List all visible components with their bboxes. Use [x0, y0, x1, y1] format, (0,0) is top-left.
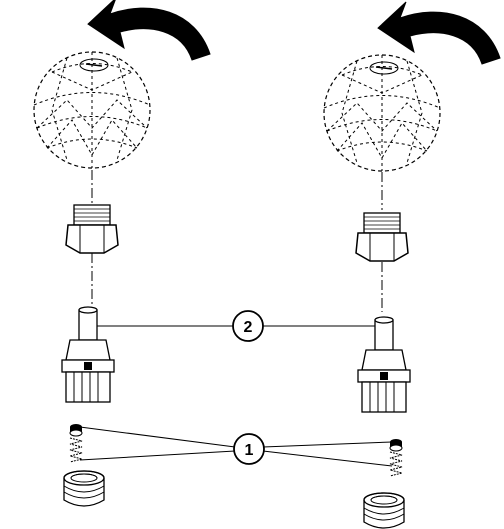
left-assembly [33, 0, 211, 507]
left-nut-icon [65, 204, 119, 254]
right-nut-icon [355, 212, 409, 262]
callout-2: 2 [97, 310, 375, 342]
right-seat-icon [363, 492, 405, 529]
callout-1-leader-seal-left [79, 426, 236, 448]
callout-2-circle [232, 310, 264, 342]
left-cartridge-icon [61, 306, 115, 403]
callout-1-leader-spring-left [79, 450, 236, 461]
callout-1-label: 1 [245, 442, 254, 459]
callout-1-leader-spring-right [262, 450, 393, 467]
callout-1-circle [233, 433, 265, 465]
left-seal-icon [69, 423, 83, 437]
callout-1-leader-seal-right [262, 441, 393, 448]
right-rotation-arrow-icon [377, 1, 501, 65]
right-knob-icon [323, 54, 441, 172]
left-spring-icon [69, 437, 83, 463]
left-seat-icon [63, 470, 105, 507]
right-spring-icon [389, 451, 403, 477]
callout-1: 1 [79, 426, 393, 467]
left-rotation-arrow-icon [87, 0, 211, 61]
callout-2-label: 2 [244, 319, 253, 336]
right-cartridge-icon [357, 316, 411, 413]
left-knob-icon [33, 51, 151, 169]
right-seal-icon [389, 438, 403, 452]
right-assembly [323, 1, 501, 529]
